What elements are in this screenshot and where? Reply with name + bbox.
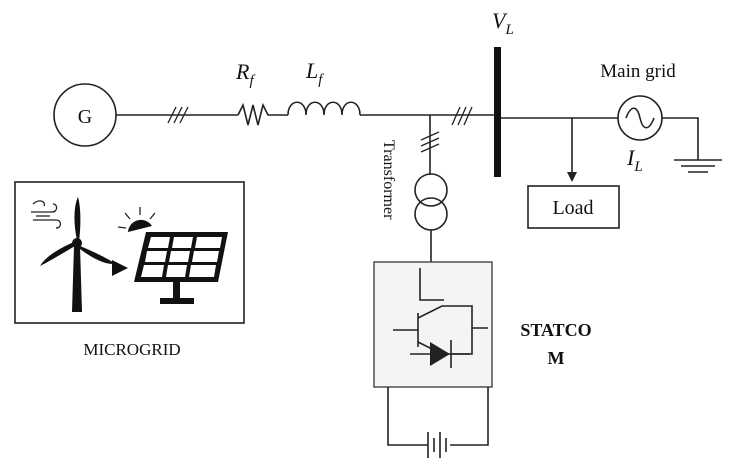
three-phase-marker-2 — [451, 106, 473, 126]
generator: G — [53, 83, 117, 147]
inductor-label: Lf — [305, 58, 324, 88]
diode-icon — [410, 340, 470, 368]
statcom-box — [373, 261, 493, 388]
load-arrow-icon — [567, 172, 577, 182]
bus-voltage-label: VL — [492, 8, 514, 38]
statcom-label-line1: STATCO — [520, 320, 591, 340]
battery-icon — [427, 432, 447, 458]
load-label: Load — [552, 197, 593, 219]
transformer-icon — [414, 173, 448, 231]
solar-panel-icon — [134, 232, 228, 304]
transformer-label: Transformer — [380, 140, 397, 220]
main-grid-label: Main grid — [600, 61, 676, 82]
resistor-rf — [237, 102, 288, 126]
sun-icon — [117, 207, 156, 232]
current-label: IL — [626, 145, 643, 175]
inductor-lf — [287, 101, 361, 116]
statcom-label-line2: M — [548, 348, 565, 368]
dc-link-left — [387, 387, 428, 446]
wind-turbine-icon — [40, 197, 116, 312]
dc-link-right — [450, 387, 489, 446]
bus-bar-vl — [494, 47, 501, 177]
ac-source-icon — [617, 95, 663, 141]
microgrid-box — [14, 181, 245, 324]
load-box — [527, 185, 620, 229]
turbine-to-panel-arrow-icon — [112, 260, 128, 276]
wind-gust-icon — [31, 200, 62, 229]
microgrid-label: MICROGRID — [83, 340, 180, 359]
three-phase-marker-3 — [420, 131, 440, 153]
ground-icon — [674, 159, 722, 173]
generator-label: G — [78, 106, 92, 128]
resistor-label: Rf — [235, 59, 255, 89]
line-grid-to-ground — [662, 117, 699, 160]
three-phase-marker-1 — [167, 106, 189, 124]
